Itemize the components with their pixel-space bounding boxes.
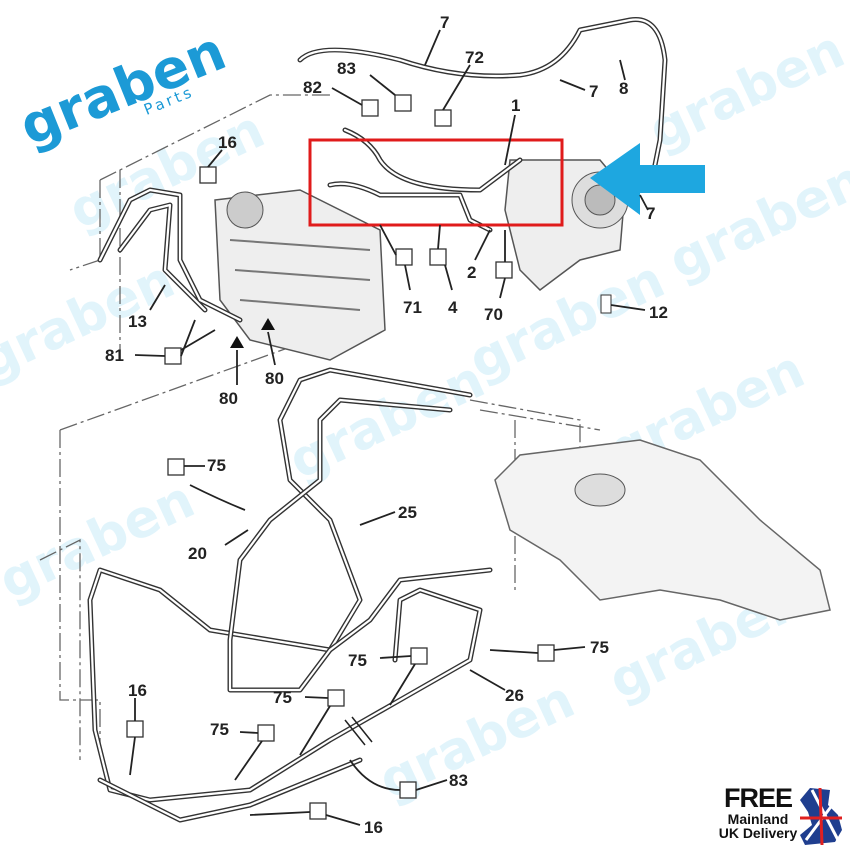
svg-text:83: 83: [337, 59, 356, 78]
highlight-box: [308, 138, 564, 227]
svg-text:81: 81: [105, 346, 124, 365]
badge-free: FREE: [723, 783, 793, 813]
callout-26: 26: [469, 669, 524, 705]
fuel-hoses: [87, 17, 668, 823]
svg-text:75: 75: [207, 456, 226, 475]
dashed-frames: [39, 94, 601, 760]
callout-70: 70: [484, 230, 513, 324]
callout-80a: 80: [219, 336, 244, 408]
fuel-filter-housing: [504, 159, 629, 291]
svg-text:75: 75: [590, 638, 609, 657]
fuel-tank: [494, 439, 831, 621]
badge-mainland: Mainland: [727, 811, 789, 827]
callout-75e: 75: [210, 720, 275, 781]
svg-text:16: 16: [128, 681, 147, 700]
callout-20: 20: [188, 529, 249, 563]
svg-text:16: 16: [364, 818, 383, 837]
svg-text:8: 8: [619, 79, 628, 98]
pointer-arrow-icon: [590, 143, 705, 215]
svg-text:16: 16: [218, 133, 237, 152]
svg-text:71: 71: [403, 298, 422, 317]
svg-text:80: 80: [265, 369, 284, 388]
callout-16c: 16: [249, 802, 383, 837]
callout-75a: 75: [167, 456, 246, 511]
svg-text:72: 72: [465, 48, 484, 67]
svg-text:graben: graben: [0, 250, 184, 392]
callout-25: 25: [359, 503, 417, 526]
callout-82: 82: [303, 78, 379, 117]
svg-text:7: 7: [440, 13, 449, 32]
svg-text:13: 13: [128, 312, 147, 331]
svg-text:1: 1: [511, 96, 520, 115]
callout-83: 83: [337, 59, 412, 112]
callout-80b: 80: [261, 318, 284, 388]
callout-7: 7: [424, 13, 449, 66]
svg-text:graben: graben: [0, 470, 204, 612]
callout-1: 1: [504, 96, 520, 166]
callout-83b: 83: [344, 716, 468, 799]
svg-text:75: 75: [348, 651, 367, 670]
engine-block: [214, 189, 386, 361]
callout-2: 2: [467, 229, 491, 282]
callout-12: 12: [600, 294, 668, 322]
callout-16a: 16: [199, 133, 237, 184]
callout-4: 4: [429, 224, 458, 317]
callout-75d: 75: [273, 688, 345, 756]
svg-text:70: 70: [484, 305, 503, 324]
callout-7b: 7: [559, 79, 598, 101]
svg-text:graben: graben: [280, 350, 493, 492]
svg-text:25: 25: [398, 503, 417, 522]
callout-81: 81: [105, 319, 216, 365]
badge-uk-delivery: UK Delivery: [718, 825, 798, 841]
svg-text:7: 7: [646, 204, 655, 223]
svg-text:75: 75: [210, 720, 229, 739]
free-delivery-badge: FREE Mainland UK Delivery: [718, 783, 798, 841]
svg-text:7: 7: [589, 82, 598, 101]
callout-7c: 7: [639, 194, 655, 223]
svg-text:26: 26: [505, 686, 524, 705]
callout-13: 13: [128, 284, 166, 331]
uk-flag-map-icon: [800, 787, 842, 846]
svg-text:20: 20: [188, 544, 207, 563]
svg-text:82: 82: [303, 78, 322, 97]
svg-text:12: 12: [649, 303, 668, 322]
callouts: 7 72 83 82 1 8 7 7 16 13 81 80 80 71 4 2…: [105, 13, 668, 837]
svg-text:80: 80: [219, 389, 238, 408]
callout-75b: 75: [489, 638, 609, 662]
svg-text:graben: graben: [640, 20, 850, 162]
callout-75c: 75: [348, 647, 428, 706]
svg-text:4: 4: [448, 298, 458, 317]
callout-72: 72: [434, 48, 484, 127]
callout-8: 8: [619, 59, 628, 98]
callout-16b: 16: [126, 681, 147, 776]
callout-71: 71: [379, 224, 422, 317]
svg-text:83: 83: [449, 771, 468, 790]
svg-text:2: 2: [467, 263, 476, 282]
svg-text:75: 75: [273, 688, 292, 707]
